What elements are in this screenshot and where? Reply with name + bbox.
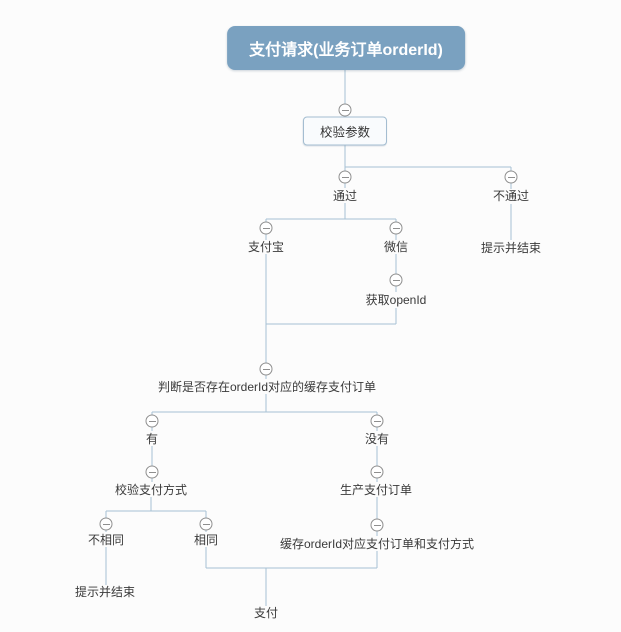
collapse-icon[interactable]	[99, 517, 113, 531]
node-alipay[interactable]: 支付宝	[247, 239, 285, 254]
node-has[interactable]: 有	[145, 431, 159, 446]
node-cache-order[interactable]: 缓存orderId对应支付订单和支付方式	[279, 536, 475, 551]
collapse-icon[interactable]	[338, 103, 352, 117]
collapse-icon[interactable]	[370, 465, 384, 479]
node-notsame-prompt-end[interactable]: 提示并结束	[74, 584, 136, 599]
node-pass[interactable]: 通过	[332, 188, 358, 203]
node-pay[interactable]: 支付	[253, 605, 279, 620]
node-fail[interactable]: 不通过	[492, 188, 530, 203]
node-create-pay-order[interactable]: 生产支付订单	[339, 482, 413, 497]
node-check-cached-order[interactable]: 判断是否存在orderId对应的缓存支付订单	[157, 379, 377, 394]
collapse-icon[interactable]	[370, 414, 384, 428]
node-payment-request-root[interactable]: 支付请求(业务订单orderId)	[227, 26, 465, 70]
collapse-icon[interactable]	[259, 221, 273, 235]
node-same[interactable]: 相同	[193, 532, 219, 547]
node-validate-params[interactable]: 校验参数	[302, 116, 388, 146]
collapse-icon[interactable]	[370, 518, 384, 532]
node-none[interactable]: 没有	[364, 431, 390, 446]
collapse-icon[interactable]	[389, 273, 403, 287]
collapse-icon[interactable]	[145, 414, 159, 428]
node-not-same[interactable]: 不相同	[87, 532, 125, 547]
node-wechat[interactable]: 微信	[383, 239, 409, 254]
collapse-icon[interactable]	[145, 465, 159, 479]
collapse-icon[interactable]	[389, 221, 403, 235]
collapse-icon[interactable]	[199, 517, 213, 531]
collapse-icon[interactable]	[259, 362, 273, 376]
collapse-icon[interactable]	[504, 170, 518, 184]
node-fail-prompt-end[interactable]: 提示并结束	[480, 240, 542, 255]
node-verify-pay-method[interactable]: 校验支付方式	[114, 482, 188, 497]
collapse-icon[interactable]	[338, 170, 352, 184]
node-get-openid[interactable]: 获取openId	[365, 292, 427, 307]
